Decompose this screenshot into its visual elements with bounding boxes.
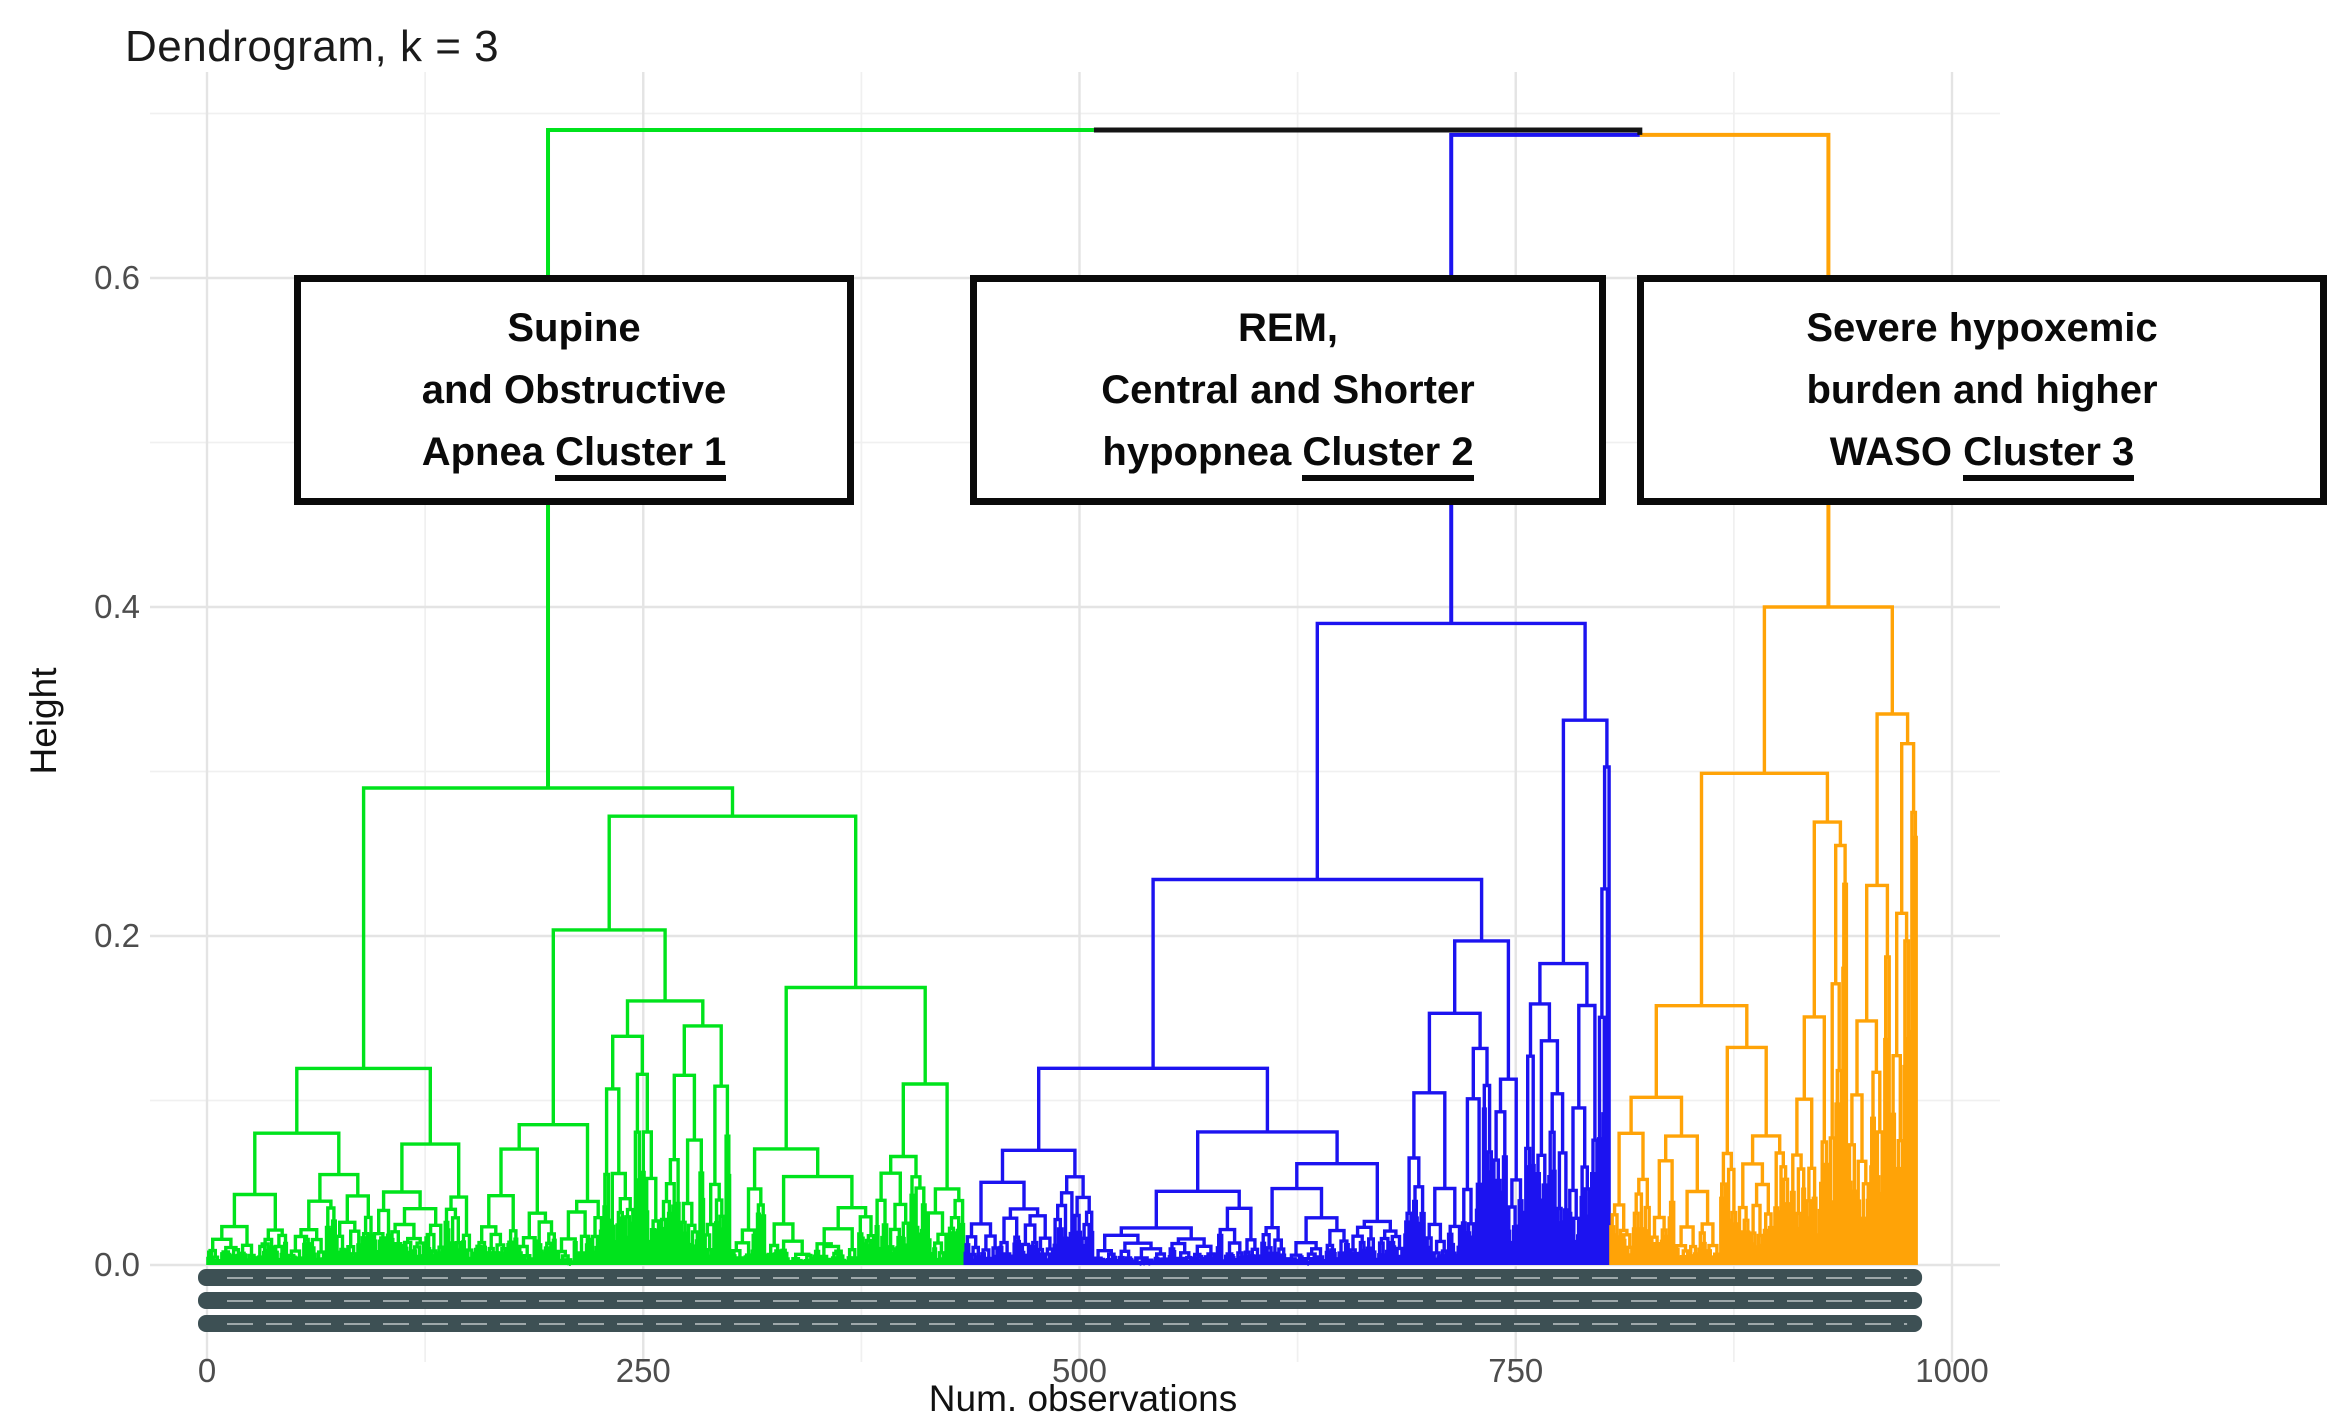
chart-title: Dendrogram, k = 3: [125, 22, 500, 71]
cluster1-line1: Supine: [507, 306, 641, 350]
y-axis-title: Height: [23, 667, 64, 775]
cluster1-label: Cluster 1: [555, 430, 727, 481]
cluster1-line2: and Obstructive: [421, 368, 727, 412]
cluster2-line3: hypopnea Cluster 2: [977, 421, 1599, 483]
cluster1-root-edge: [546, 127, 1094, 788]
cluster3-line1: Severe hypoxemic: [1806, 306, 2158, 350]
cluster2-dendrogram-branches: [963, 621, 1611, 1266]
y-tick-0.0: 0.0: [94, 1246, 140, 1283]
cluster2-line1: REM,: [1238, 306, 1338, 350]
cluster1-annotation-box: Supine and Obstructive Apnea Cluster 1: [294, 275, 854, 505]
cluster3-line2: burden and higher: [1806, 368, 2158, 412]
cluster2-line3-prefix: hypopnea: [1102, 430, 1303, 474]
y-tick-0.6: 0.6: [94, 259, 140, 296]
cluster1-line3-prefix: Apnea: [421, 430, 556, 474]
cluster3-line3: WASO Cluster 3: [1644, 421, 2320, 483]
cluster1-line3: Apnea Cluster 1: [301, 421, 847, 483]
cluster2-line2: Central and Shorter: [1101, 368, 1475, 412]
y-tick-0.4: 0.4: [94, 588, 140, 625]
x-tick-750: 750: [1488, 1352, 1544, 1389]
x-tick-0: 0: [197, 1352, 217, 1389]
x-tick-1000: 1000: [1915, 1352, 1989, 1389]
y-tick-0.2: 0.2: [94, 917, 140, 954]
cluster3-line3-prefix: WASO: [1829, 430, 1964, 474]
cluster1-dendrogram-branches: [206, 786, 966, 1266]
x-tick-250: 250: [615, 1352, 671, 1389]
cluster3-annotation-box: Severe hypoxemic burden and higher WASO …: [1637, 275, 2327, 505]
root-edge-above-cut: [1093, 127, 1643, 135]
cluster2-annotation-box: REM, Central and Shorter hypopnea Cluste…: [970, 275, 1606, 505]
x-tick-500: 500: [1051, 1352, 1108, 1389]
cluster2-label: Cluster 2: [1302, 430, 1474, 481]
cluster3-label: Cluster 3: [1963, 430, 2135, 481]
cluster3-dendrogram-branches: [1609, 605, 1918, 1265]
x-axis-title: Num. observations: [928, 1378, 1238, 1414]
